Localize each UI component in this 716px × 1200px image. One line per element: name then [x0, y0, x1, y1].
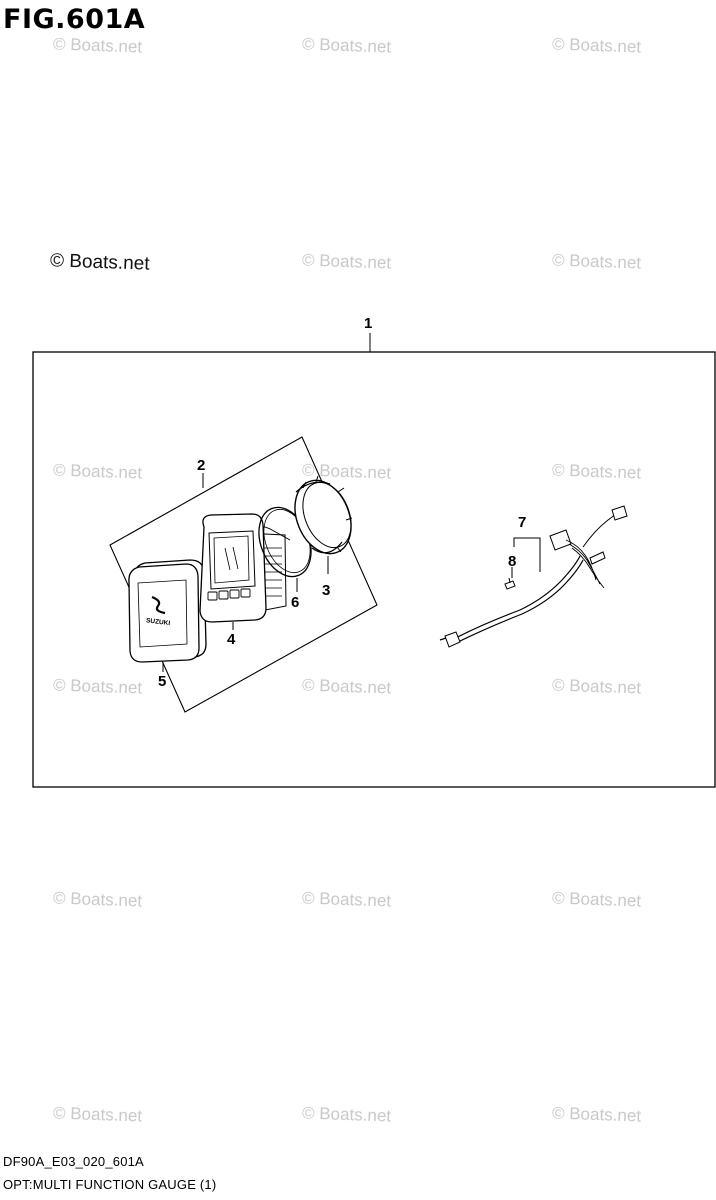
mounting-nut[interactable]	[285, 472, 362, 562]
callout-7[interactable]: 7	[518, 514, 526, 531]
gauge-cover[interactable]: SUZUKI	[128, 559, 207, 663]
wiring-harness[interactable]	[439, 505, 628, 648]
callout-8[interactable]: 8	[508, 553, 516, 570]
figure-code: DF90A_E03_020_601A	[3, 1154, 144, 1169]
gauge-body[interactable]	[199, 513, 291, 623]
callout-2[interactable]: 2	[197, 457, 205, 474]
callout-5[interactable]: 5	[158, 673, 166, 690]
callout-6[interactable]: 6	[291, 594, 299, 611]
figure-title: FIG.601A	[3, 4, 146, 35]
callout-3[interactable]: 3	[322, 582, 330, 599]
cover-logo-text: SUZUKI	[146, 617, 171, 627]
suzuki-logo-icon	[151, 595, 166, 615]
leader-line	[513, 537, 541, 572]
callout-4[interactable]: 4	[227, 631, 236, 648]
figure-description: OPT:MULTI FUNCTION GAUGE (1)	[3, 1177, 217, 1192]
kit-outline-box	[32, 351, 716, 788]
callout-1[interactable]: 1	[364, 315, 372, 332]
harness-clip[interactable]	[504, 577, 516, 590]
